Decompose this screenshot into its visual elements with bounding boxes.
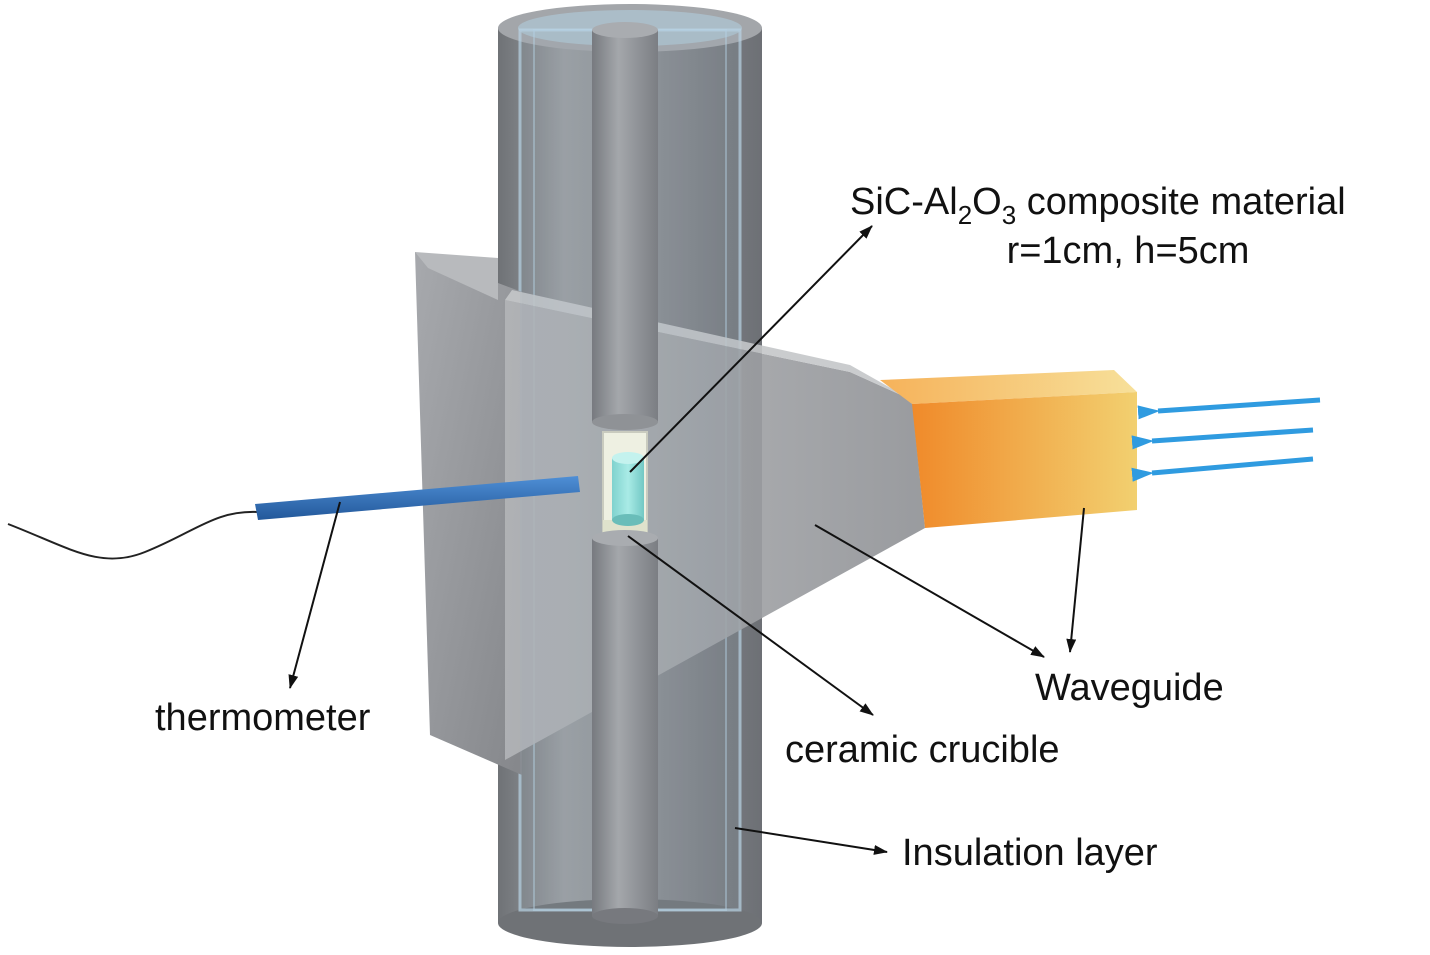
leader-waveguide-horn <box>814 524 1045 658</box>
upper-rod <box>592 22 658 430</box>
label-insulation: Insulation layer <box>902 832 1158 874</box>
waveguide-plate <box>415 252 522 775</box>
leader-thermometer <box>288 501 341 689</box>
waveguide-feed <box>880 370 1137 528</box>
leader-insulation <box>734 827 888 855</box>
thermometer <box>7 476 580 560</box>
microwave-arrow-3 <box>1131 456 1314 482</box>
microwave-arrow-2 <box>1131 427 1314 450</box>
thermometer-cable <box>7 510 259 560</box>
leader-composite <box>629 225 873 473</box>
leader-crucible <box>627 535 874 716</box>
label-crucible: ceramic crucible <box>785 729 1060 771</box>
thermometer-probe <box>255 476 580 520</box>
label-waveguide: Waveguide <box>1035 667 1224 709</box>
label-material-name: SiC-Al2O3 composite material <box>850 181 1346 230</box>
composite-sample <box>612 452 644 526</box>
label-thermometer: thermometer <box>155 697 371 739</box>
label-material-dims: r=1cm, h=5cm <box>1007 230 1250 272</box>
leader-waveguide-feed <box>1066 507 1085 653</box>
leader-lines <box>288 225 1085 855</box>
microwave-arrow-1 <box>1137 397 1321 420</box>
lower-rod <box>592 530 658 924</box>
microwave-arrows <box>1131 397 1321 482</box>
